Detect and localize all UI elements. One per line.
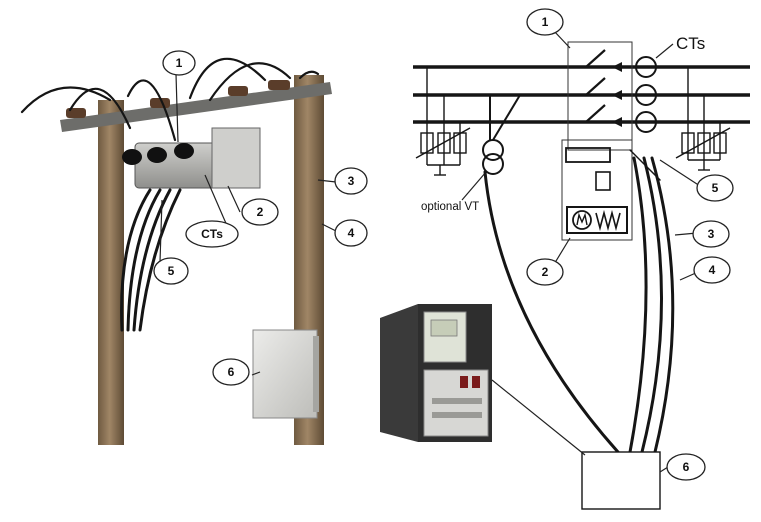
schematic-callout-6: 6 [666,453,706,481]
schematic-callout-1-text: 1 [542,15,549,29]
control-box-schematic [581,451,661,510]
schematic-callout-4-text: 4 [709,263,716,277]
schematic-callout-5: 5 [696,174,734,202]
schematic-callout-1: 1 [526,8,564,36]
photo-callout-1: 1 [162,50,196,76]
schematic-callout-3: 3 [692,220,730,248]
open-control-cabinet [380,304,586,456]
photo-callout-5-text: 5 [168,264,175,278]
optional-vt-label: optional VT [421,201,479,213]
control-cables-photo [120,188,182,332]
direction-arrows [612,62,622,127]
schematic-callout-4: 4 [693,256,731,284]
control-module-relay [595,171,611,191]
control-module-outline [561,139,633,241]
photo-callout-5: 5 [153,257,189,285]
photo-callout-3: 3 [334,167,368,195]
photo-leader-lines [159,73,339,376]
photo-callout-4: 4 [334,219,368,247]
recloser-bushings [122,143,194,165]
schematic-callout-3-text: 3 [708,227,715,241]
left-pole [98,100,124,445]
photo-callout-1-text: 1 [176,56,183,70]
photo-cts-text: CTs [201,227,223,241]
schematic-cts-label: CTs [676,34,705,53]
control-cables-schematic [483,149,675,454]
recloser-control-housing [211,127,261,189]
cabinet-controller-panel [423,311,467,363]
surge-arresters-left [415,67,471,176]
jumper-wires [20,57,320,142]
schematic-callout-5-text: 5 [712,181,719,195]
schematic-leader-lines [552,30,701,473]
schematic-callout-2: 2 [526,258,564,286]
cabinet-breakers [432,376,482,418]
photo-callout-3-text: 3 [348,174,355,188]
recloser-unit-outline [567,41,633,151]
pole-installation-illustration [20,57,339,445]
schematic-diagram: CTs [413,30,750,510]
surge-arresters-right [675,67,731,171]
control-box-photo [252,329,318,419]
photo-callout-6: 6 [212,358,250,386]
current-transformers [635,56,657,133]
cts-leader [655,43,674,59]
cross-arm [60,82,332,132]
control-box-hinge [313,336,319,412]
photo-callout-2: 2 [241,198,279,226]
cabinet-leader [491,379,586,456]
line-insulators [66,80,290,118]
cabinet-controller-screen [430,319,458,337]
photo-callout-4-text: 4 [348,226,355,240]
photo-callout-6-text: 6 [228,365,235,379]
optional-vt-symbol [482,94,521,175]
schematic-callout-2-text: 2 [542,265,549,279]
three-phase-lines [413,65,750,124]
vt-leader [461,171,487,201]
control-module-display [565,147,611,163]
cabinet-door [380,304,418,442]
photo-cts-callout: CTs [185,220,239,248]
photo-callout-2-text: 2 [257,205,264,219]
recloser-switch-contacts [585,49,606,123]
motor-drive-symbol [566,206,628,234]
schematic-callout-6-text: 6 [683,460,690,474]
